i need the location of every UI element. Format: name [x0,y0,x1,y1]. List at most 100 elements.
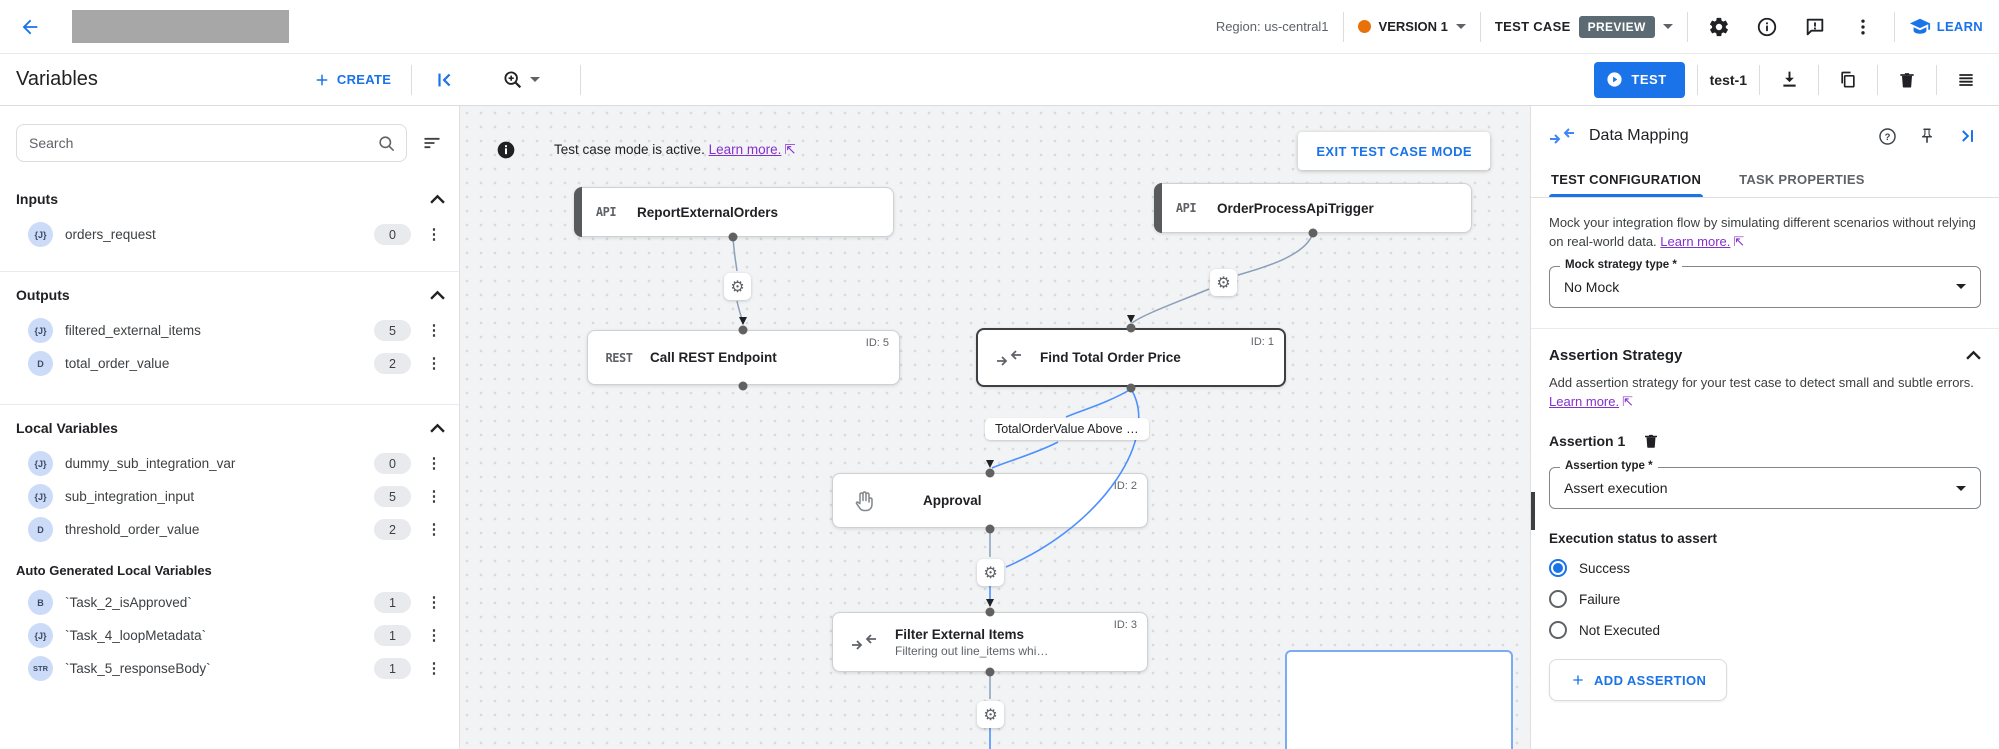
node-filter-external-items[interactable]: Filter External Items Filtering out line… [832,612,1148,672]
radio-failure[interactable]: Failure [1549,590,1981,609]
divider [1818,64,1819,95]
radio-success[interactable]: Success [1549,559,1981,578]
pin-button[interactable] [1913,122,1941,150]
variable-row[interactable]: {J} sub_integration_input 5 ⋮ [16,480,445,513]
section-inputs-header[interactable]: Inputs [16,180,445,218]
feedback-button[interactable] [1798,10,1832,44]
settings-button[interactable] [1702,10,1736,44]
edge-gear-icon[interactable]: ⚙ [977,559,1004,586]
assertion-learn-more-link[interactable]: Learn more. [1549,393,1620,409]
delete-assertion-button[interactable] [1639,429,1663,453]
gear-icon [1709,17,1728,36]
chevron-down-icon [1956,284,1966,290]
radio-not-executed[interactable]: Not Executed [1549,621,1981,640]
test-button[interactable]: TEST [1594,61,1685,98]
info-button[interactable] [1750,10,1784,44]
variable-menu-button[interactable]: ⋮ [426,488,442,505]
variable-menu-button[interactable]: ⋮ [426,660,442,677]
section-local-variables-header[interactable]: Local Variables [16,409,445,447]
collapse-panel-button[interactable] [1953,122,1981,150]
more-menu-button[interactable] [1846,10,1880,44]
select-value: No Mock [1564,278,1620,295]
edge-condition-label[interactable]: TotalOrderValue Above … [985,418,1149,440]
learn-button[interactable]: LEARN [1909,16,1983,38]
variable-row[interactable]: B `Task_2_isApproved` 1 ⋮ [16,586,445,619]
variable-menu-button[interactable]: ⋮ [426,594,442,611]
radio-button[interactable] [1549,590,1567,609]
exit-test-case-mode-button[interactable]: EXIT TEST CASE MODE [1298,132,1490,170]
usage-count-badge: 5 [374,320,411,341]
play-icon [1607,72,1622,87]
divider [1686,11,1688,42]
variable-menu-button[interactable]: ⋮ [426,521,442,538]
delete-button[interactable] [1890,63,1924,97]
zoom-dropdown[interactable] [502,69,541,91]
radio-button-selected[interactable] [1549,559,1567,578]
sort-button[interactable] [419,130,445,156]
usage-count-badge: 1 [374,658,411,679]
test-mode-banner: Test case mode is active. Learn more.⇱ [496,140,796,160]
mock-learn-more-link[interactable]: Learn more. [1660,233,1731,249]
variable-menu-button[interactable]: ⋮ [426,355,442,372]
assertion-type-select[interactable]: Assertion type * Assert execution [1549,460,1981,510]
chevron-up-icon [430,194,445,204]
variable-row[interactable]: {J} filtered_external_items 5 ⋮ [16,314,445,347]
variable-menu-button[interactable]: ⋮ [426,226,442,243]
banner-learn-more-link[interactable]: Learn more. [708,142,782,157]
tab-test-configuration[interactable]: TEST CONFIGURATION [1549,160,1704,197]
variable-row[interactable]: D total_order_value 2 ⋮ [16,347,445,380]
variable-row[interactable]: D threshold_order_value 2 ⋮ [16,513,445,546]
select-value: Assert execution [1564,480,1668,497]
radio-button[interactable] [1549,621,1567,640]
usage-count-badge: 0 [374,453,411,474]
node-approval[interactable]: Approval ID: 2 [832,473,1148,528]
assertion-1-row: Assertion 1 [1549,429,1981,453]
usage-count-badge: 5 [374,486,411,507]
divider [1479,11,1481,42]
api-trigger-icon: API [1175,201,1197,215]
copy-button[interactable] [1831,63,1865,97]
variable-row[interactable]: STR `Task_5_responseBody` 1 ⋮ [16,652,445,685]
usage-count-badge: 1 [374,625,411,646]
variable-menu-button[interactable]: ⋮ [426,322,442,339]
variable-row[interactable]: {J} orders_request 0 ⋮ [16,218,445,251]
select-label: Mock strategy type * [1560,258,1682,271]
edge-gear-icon[interactable]: ⚙ [724,273,751,300]
section-outputs-header[interactable]: Outputs [16,276,445,314]
download-button[interactable] [1772,63,1806,97]
flow-canvas[interactable]: Test case mode is active. Learn more.⇱ E… [460,106,1530,749]
variable-name: `Task_2_isApproved` [65,595,192,610]
node-call-rest-endpoint[interactable]: REST Call REST Endpoint ID: 5 [587,330,900,385]
node-order-process-api-trigger[interactable]: API OrderProcessApiTrigger [1154,183,1472,233]
assertion-strategy-header[interactable]: Assertion Strategy [1549,347,1981,364]
data-mapping-icon [833,634,895,650]
variable-menu-button[interactable]: ⋮ [426,455,442,472]
tab-task-properties[interactable]: TASK PROPERTIES [1739,172,1865,187]
create-variable-button[interactable]: CREATE [313,71,391,89]
variable-row[interactable]: {J} dummy_sub_integration_var 0 ⋮ [16,447,445,480]
version-dropdown[interactable]: VERSION 1 [1357,19,1466,34]
external-link-icon: ⇱ [1622,393,1633,409]
panel-scrollbar[interactable] [1531,492,1535,530]
test-case-dropdown[interactable]: TEST CASE PREVIEW [1495,15,1673,38]
node-title: Call REST Endpoint [650,350,777,365]
help-button[interactable]: ? [1873,122,1901,150]
add-assertion-button[interactable]: ADD ASSERTION [1549,659,1728,702]
sort-icon [424,137,440,149]
node-report-external-orders[interactable]: API ReportExternalOrders [574,187,894,237]
mock-strategy-select[interactable]: Mock strategy type * No Mock [1549,258,1981,308]
node-find-total-order-price[interactable]: Find Total Order Price ID: 1 [976,328,1286,387]
section-auto-generated-header: Auto Generated Local Variables [16,554,445,586]
search-input[interactable] [29,135,377,151]
variable-name: filtered_external_items [65,323,201,338]
edge-gear-icon[interactable]: ⚙ [977,701,1004,728]
back-button[interactable] [12,9,48,45]
variable-menu-button[interactable]: ⋮ [426,627,442,644]
collapse-variables-panel-button[interactable] [434,69,456,91]
chevron-up-icon [1966,350,1981,360]
edge-gear-icon[interactable]: ⚙ [1210,269,1237,296]
variable-row[interactable]: {J} `Task_4_loopMetadata` 1 ⋮ [16,619,445,652]
log-list-button[interactable] [1949,63,1983,97]
preview-badge: PREVIEW [1578,15,1655,38]
